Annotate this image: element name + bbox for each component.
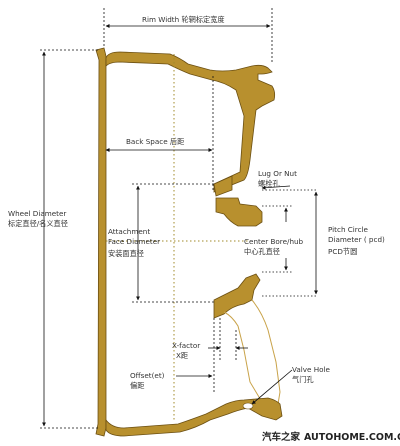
rim-barrel-bottom [105,397,283,437]
valve-hole-label: Valve Hole [292,365,331,374]
lug-or-nut-label: Lug Or Nut [258,169,297,178]
wheel-disc-upper [213,175,233,197]
attachment-face-label-1: Attachment [108,227,150,236]
attachment-face-label-cn: 安装面直径 [108,249,144,258]
offset-label-cn: 偏距 [130,381,144,390]
spoke-outline [223,299,281,405]
rim-width-label: Rim Width 轮辋标定宽度 [142,15,225,24]
labels: Rim Width 轮辋标定宽度 Back Space 后距 Lug Or Nu… [8,15,385,390]
hub-section [215,197,263,227]
wheel-disc-lower [213,273,261,319]
watermark-brand: 汽车之家 [262,431,301,443]
attachment-face-label-2: Face Diameter [108,237,160,246]
pcd-label-1: Pitch Circle [328,225,369,234]
center-bore-label-cn: 中心孔直径 [244,247,280,256]
watermark: 汽车之家 AUTOHOME.COM.CN [262,431,400,443]
pcd-label-2: Diameter ( pcd) [328,235,385,244]
x-factor-label-cn: X距 [176,351,188,360]
dimension-lines [40,8,318,429]
rim-outer-flange [95,47,107,437]
center-bore-label: Center Bore/hub [244,237,304,246]
watermark-site: AUTOHOME.COM.CN [304,432,400,443]
valve-hole-label-cn: 气门孔 [292,375,314,384]
rim-barrel-top [105,51,276,193]
back-space-label: Back Space 后距 [126,137,184,146]
pcd-label-cn: PCD节圆 [328,247,357,256]
x-factor-label: X-factor [172,341,200,350]
valve-hole [242,402,254,410]
wheel-cross-section [95,47,283,437]
offset-label: Offset(et) [130,371,165,380]
lug-or-nut-label-cn: 螺栓孔 [258,179,280,188]
valve-hole-leader [251,369,293,405]
wheel-diameter-label: Wheel Diameter [8,209,66,218]
wheel-diameter-label-cn: 标定直径/名义直径 [8,219,68,228]
